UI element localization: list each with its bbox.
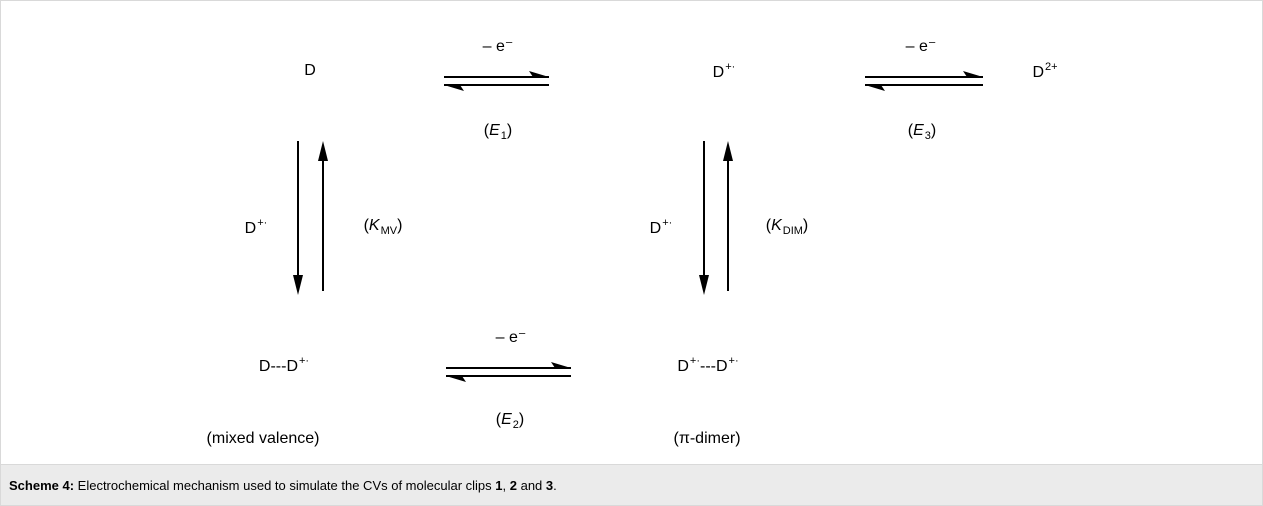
radical-cation-superscript: +· [725, 61, 736, 73]
e3-potential-label: (E3) [907, 122, 937, 142]
equilibrium-arrow-e2 [446, 362, 571, 382]
e2-subscript: 2 [512, 419, 519, 431]
caption-text: Electrochemical mechanism used to simula… [74, 478, 496, 493]
kmv-subscript: MV [380, 225, 398, 237]
species-d-text: D [304, 62, 316, 79]
species-d-radical-text: D [712, 64, 725, 81]
caption-end: . [553, 478, 557, 493]
caption-clip-3: 3 [545, 478, 554, 493]
kmv-symbol: K [368, 217, 380, 234]
caption-clip-1: 1 [495, 478, 503, 493]
caption-label: Scheme 4: [9, 478, 75, 493]
mixed-valence-label: (mixed valence) [206, 430, 320, 447]
e2-electron-loss-label: – e⁻ [495, 329, 527, 346]
kdim-reagent: D+· [649, 217, 673, 240]
e1-electron-loss-label: – e⁻ [482, 38, 514, 55]
pi-dimer-text-a: D [677, 358, 689, 375]
e2-symbol: E [501, 411, 512, 428]
equilibrium-arrows [293, 71, 983, 382]
pi-dimer-label: (π-dimer) [673, 430, 741, 447]
kdim-subscript: DIM [782, 225, 803, 237]
species-d-dication-text: D [1032, 64, 1045, 81]
caption-clip-2: 2 [509, 478, 517, 493]
species-pi-dimer: D+·---D+· [677, 355, 739, 378]
kmv-reagent-superscript: +· [257, 217, 268, 229]
equilibrium-arrow-kdim [699, 141, 733, 295]
kdim-constant-label: (KDIM) [765, 217, 809, 237]
e2-potential-label: (E2) [495, 411, 525, 431]
kmv-reagent-text: D [244, 220, 257, 237]
pi-dimer-text-b: ---D [700, 358, 728, 375]
mixed-valence-superscript: +· [299, 355, 310, 367]
kdim-reagent-superscript: +· [662, 217, 673, 229]
species-mixed-valence: D---D+· [258, 355, 310, 378]
kmv-reagent: D+· [244, 217, 268, 240]
kdim-symbol: K [771, 217, 782, 234]
e3-symbol: E [913, 122, 924, 139]
e1-potential-label: (E1) [483, 122, 513, 142]
kdim-reagent-text: D [649, 220, 662, 237]
caption-separator-1: , [502, 478, 510, 493]
pi-dimer-superscript-a: +· [689, 355, 701, 367]
e3-subscript: 3 [924, 130, 931, 142]
species-d: D [304, 61, 316, 81]
species-d-radical-cation: D+· [712, 61, 736, 84]
kmv-constant-label: (KMV) [363, 217, 403, 237]
e3-electron-loss-label: – e⁻ [905, 38, 937, 55]
pi-dimer-superscript-b: +· [728, 355, 739, 367]
equilibrium-arrow-e3 [865, 71, 983, 91]
equilibrium-arrow-kmv [293, 141, 328, 295]
mixed-valence-text: D---D [258, 358, 298, 375]
e1-symbol: E [489, 122, 500, 139]
dication-superscript: 2+ [1045, 61, 1058, 73]
figure-caption: Scheme 4: Electrochemical mechanism used… [1, 464, 1262, 505]
reaction-scheme: D D+· D2+ – e⁻ (E1) – e⁻ (E3) D+· (KMV) … [1, 1, 1262, 465]
species-d-dication: D2+ [1032, 61, 1058, 84]
equilibrium-arrow-e1 [444, 71, 549, 91]
e1-subscript: 1 [500, 130, 507, 142]
caption-separator-2: and [516, 478, 546, 493]
